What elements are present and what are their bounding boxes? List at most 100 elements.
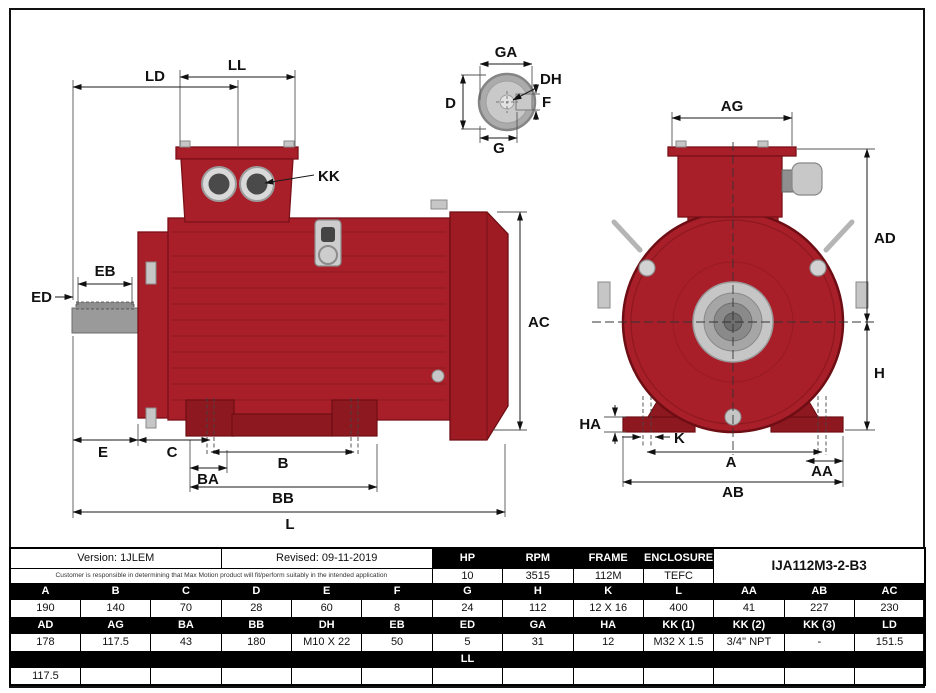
motor-front-view (592, 140, 876, 455)
dim-label-g: G (493, 140, 505, 157)
side-plug-upper (145, 261, 157, 285)
dim-header: AC (854, 582, 926, 600)
cooling-fins (172, 231, 446, 401)
dim-value-empty (220, 666, 293, 686)
front-box-screw-left (675, 140, 687, 148)
dim-label-aa: AA (811, 463, 833, 480)
dim-header: C (150, 582, 222, 600)
dim-value: 12 (572, 632, 644, 652)
dim-value: 5 (431, 632, 504, 652)
eyebolt-left (611, 219, 643, 253)
dim-value: 140 (79, 598, 152, 618)
version-label: Version: 1JLEM (9, 547, 222, 569)
front-foot (185, 399, 235, 437)
motor-side-view (71, 140, 509, 441)
dim-label-c: C (167, 444, 178, 461)
front-endbell (137, 231, 171, 419)
eyebolt-right (823, 219, 855, 253)
endbell-bolt-right (809, 259, 827, 277)
dim-header: AG (79, 616, 152, 634)
dim-value-ll: 117.5 (9, 666, 81, 686)
lifting-eye (314, 219, 342, 267)
dim-label-l: L (285, 516, 294, 533)
disclaimer-text: Customer is responsible in determining t… (9, 567, 433, 584)
dim-header: AA (713, 582, 785, 600)
dim-value-empty (713, 666, 785, 686)
dim-value-empty (431, 666, 504, 686)
dim-value: 180 (220, 632, 293, 652)
dim-value-empty (854, 666, 926, 686)
dim-label-h: H (874, 365, 885, 382)
dim-value-empty (361, 666, 433, 686)
dim-label-ha: HA (579, 416, 601, 433)
fan-cover (449, 211, 509, 441)
dim-value: 117.5 (79, 632, 152, 652)
dim-label-bb: BB (272, 490, 294, 507)
dim-header-ll-row: LL (9, 650, 926, 668)
lug-left (597, 281, 611, 309)
spec-value-hp: 10 (431, 567, 504, 584)
dim-header: G (431, 582, 504, 600)
dim-value: - (783, 632, 856, 652)
dim-label-dh: DH (540, 71, 562, 88)
dim-header: AD (9, 616, 81, 634)
shaft-key-end (515, 93, 533, 111)
front-terminal-box (677, 155, 783, 218)
dim-label-ab: AB (722, 484, 744, 501)
base-plate (231, 413, 333, 437)
shaft-end-dimensions: GA D G F DH (445, 44, 562, 157)
dim-value-empty (150, 666, 222, 686)
dim-value-empty (783, 666, 856, 686)
spec-header-enclosure: ENCLOSURE (642, 547, 715, 569)
dim-value: M10 X 22 (290, 632, 363, 652)
side-view-dimensions: LD LL KK EB ED AC E C B BA BB L (31, 57, 550, 533)
spec-value-frame: 112M (572, 567, 644, 584)
dim-value: 50 (361, 632, 433, 652)
front-box-flange (667, 146, 797, 157)
side-plug-lower (145, 407, 157, 429)
dim-label-ga: GA (495, 44, 518, 61)
dim-header: H (502, 582, 574, 600)
endbell-bolt-left (638, 259, 656, 277)
dim-header: DH (290, 616, 363, 634)
spec-header-rpm: RPM (502, 547, 574, 569)
model-number: IJA112M3-2-B3 (713, 547, 926, 584)
dim-header: KK (3) (783, 616, 856, 634)
dim-value: 230 (854, 598, 926, 618)
dim-value-empty (290, 666, 363, 686)
dim-header: GA (502, 616, 574, 634)
spec-header-frame: FRAME (572, 547, 644, 569)
dim-header: LD (854, 616, 926, 634)
top-cap (430, 199, 448, 210)
dim-label-a: A (726, 454, 737, 471)
dim-value: 31 (502, 632, 574, 652)
dim-value: 70 (150, 598, 222, 618)
dim-label-ld: LD (145, 68, 165, 85)
front-view-dimensions: AG AD H HA K A AA AB (579, 98, 896, 501)
dim-header: L (642, 582, 715, 600)
shaft-end-view (477, 72, 537, 132)
dim-label-ag: AG (721, 98, 744, 115)
drain-bolt (431, 369, 445, 383)
cable-gland (781, 162, 823, 196)
dim-value-empty (572, 666, 644, 686)
dim-value: 60 (290, 598, 363, 618)
dim-label-f: F (542, 94, 551, 111)
dim-label-b: B (278, 455, 289, 472)
dim-header: D (220, 582, 293, 600)
dim-value: 43 (150, 632, 222, 652)
motor-body (167, 217, 451, 421)
dim-header: BA (150, 616, 222, 634)
revised-label: Revised: 09-11-2019 (220, 547, 433, 569)
dim-value: 8 (361, 598, 433, 618)
spec-value-enclosure: TEFC (642, 567, 715, 584)
box-screw-right (283, 140, 295, 148)
dim-value-empty (642, 666, 715, 686)
shaft-key (75, 301, 135, 310)
dim-value: 12 X 16 (572, 598, 644, 618)
dim-label-ac: AC (528, 314, 550, 331)
dim-value: 41 (713, 598, 785, 618)
dim-value: 112 (502, 598, 574, 618)
dim-label-ba: BA (197, 471, 219, 488)
dim-value: 151.5 (854, 632, 926, 652)
